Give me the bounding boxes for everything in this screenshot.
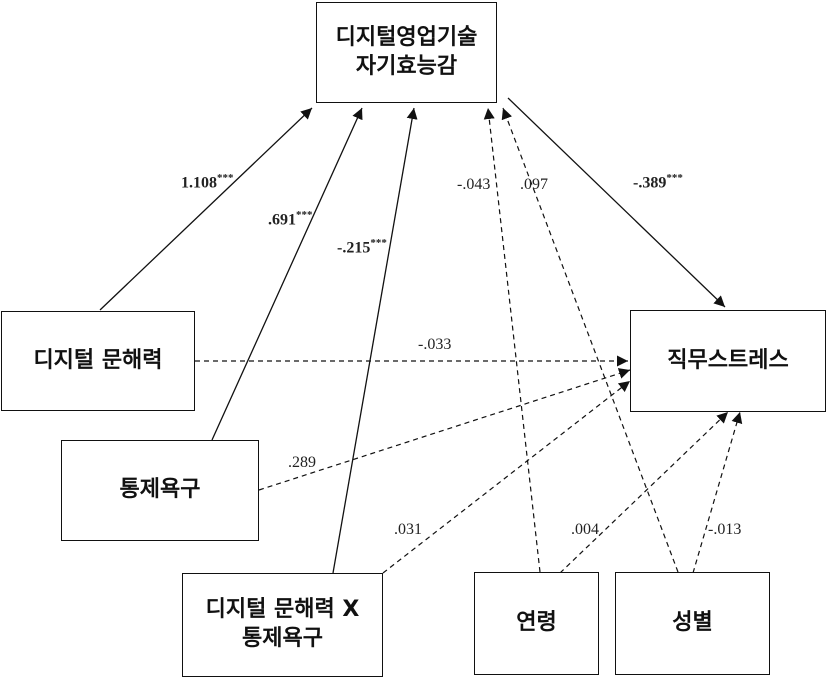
coef-literacy-to-mediator: 1.108*** <box>181 172 234 192</box>
digital-literacy-box: 디지털 문해력 <box>1 311 195 411</box>
job-stress-label: 직무스트레스 <box>667 347 789 373</box>
gender-box: 성별 <box>615 572 770 675</box>
arrow-age-to-mediator <box>483 107 541 573</box>
coef-interaction-to-mediator: -.215*** <box>337 237 387 257</box>
mediator-label-line2: 자기효능감 <box>355 53 458 79</box>
arrow-gender-to-stress <box>692 411 743 574</box>
arrow-gender-to-mediator <box>501 107 679 573</box>
arrow-interaction-to-stress <box>382 380 631 574</box>
coef-age-to-mediator: -.043 <box>457 176 491 193</box>
digital-literacy-label: 디지털 문해력 <box>33 347 163 373</box>
arrow-mediator-to-stress <box>507 97 726 308</box>
age-label: 연령 <box>516 610 557 636</box>
mediator-label-line1: 디지털영업기술 <box>335 24 478 50</box>
need-control-label: 통제욕구 <box>119 477 201 503</box>
need-control-box: 통제욕구 <box>61 440 259 541</box>
interaction-label-line2: 통제욕구 <box>242 626 323 651</box>
arrow-interaction-to-mediator <box>332 107 418 574</box>
arrow-control-to-stress <box>258 368 631 491</box>
coef-age-to-stress: .004 <box>571 521 599 538</box>
arrow-age-to-stress <box>559 411 729 574</box>
interaction-label-line1: 디지털 문해력 X <box>205 597 360 623</box>
coef-control-to-stress: .289 <box>288 454 316 471</box>
gender-label: 성별 <box>672 610 713 636</box>
age-box: 연령 <box>474 572 599 675</box>
arrow-literacy-to-mediator <box>99 107 313 311</box>
interaction-box: 디지털 문해력 X 통제욕구 <box>182 573 383 677</box>
coef-interaction-to-stress: .031 <box>394 521 422 538</box>
coef-literacy-to-stress: -.033 <box>418 336 452 353</box>
arrow-control-to-mediator <box>211 107 363 441</box>
coef-gender-to-stress: -.013 <box>708 521 742 538</box>
coef-control-to-mediator: .691*** <box>268 209 313 229</box>
job-stress-box: 직무스트레스 <box>630 310 826 412</box>
coef-mediator-to-stress: -.389*** <box>633 172 683 192</box>
mediator-box: 디지털영업기술 자기효능감 <box>316 2 497 103</box>
coef-gender-to-mediator: .097 <box>520 176 548 193</box>
